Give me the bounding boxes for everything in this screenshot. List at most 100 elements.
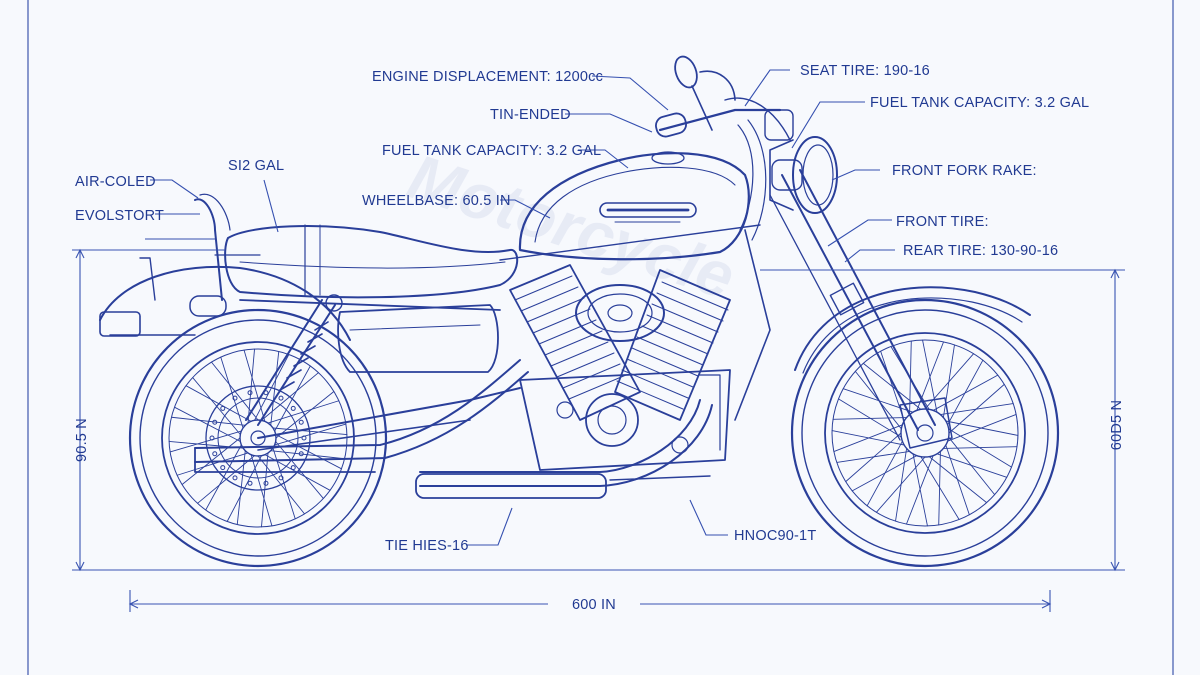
disc-hole (298, 419, 304, 425)
front-wheel (790, 298, 1060, 568)
cam-cover (585, 393, 639, 447)
disc-hole (298, 451, 304, 457)
cooling-fin (520, 286, 579, 312)
sheet-border (27, 0, 1174, 675)
label-tie-hies: TIE HIES-16 (385, 538, 469, 554)
cooling-fin (641, 325, 709, 355)
disc-hole (220, 405, 226, 411)
spoke (920, 456, 960, 520)
spoke (171, 416, 246, 426)
front-cylinder (614, 269, 731, 421)
engine (509, 264, 731, 471)
spoke (895, 447, 908, 522)
label-tin-ended: TIN-ENDED (490, 107, 571, 123)
spoke (174, 406, 241, 442)
spoke (274, 423, 347, 446)
disc-hole (278, 475, 284, 481)
frame (239, 224, 771, 451)
label-evolstort: EVOLSTORT (75, 208, 164, 224)
spoke (275, 391, 335, 439)
disc-hole (232, 395, 238, 401)
label-si2-gal: SI2 GAL (228, 158, 284, 174)
spoke (845, 432, 902, 483)
disc-hole (278, 395, 284, 401)
turn-signal (189, 295, 227, 317)
spoke (243, 349, 266, 422)
disc-hole (247, 390, 253, 396)
label-engine-displacement: ENGINE DISPLACEMENT: 1200cc (372, 69, 603, 85)
spoke (936, 453, 1008, 478)
headlight (769, 136, 838, 214)
dimension-labels: 90.5 N 60D5 N 600 IN (74, 400, 1125, 614)
front-fork (769, 169, 953, 449)
callout-labels: ENGINE DISPLACEMENT: 1200cc TIN-ENDED FU… (75, 63, 1089, 554)
rear-disc-holes (209, 390, 307, 486)
leader-lines (145, 69, 895, 546)
air-cleaner (575, 284, 665, 342)
muffler (415, 473, 607, 499)
spoke (832, 417, 908, 420)
disc-hole (212, 419, 218, 425)
spoke (947, 359, 984, 426)
spoke (270, 351, 280, 426)
disc-hole (247, 480, 253, 486)
spoke (197, 455, 255, 504)
cooling-fin (646, 314, 714, 344)
crankcase (519, 369, 731, 471)
spoke (254, 354, 290, 421)
spoke (211, 361, 259, 421)
label-hnoc: HNOC90-1T (734, 528, 816, 544)
tank-badge (599, 202, 697, 218)
label-wheelbase: WHEELBASE: 60.5 IN (362, 193, 511, 209)
cooling-fin (532, 308, 591, 334)
cooling-fin (514, 275, 573, 301)
cooling-fin (526, 297, 585, 323)
tail-light (99, 311, 141, 337)
spoke (250, 454, 273, 527)
disc-hole (263, 480, 269, 486)
dim-overall-length: 600 IN (572, 597, 616, 613)
fuel-cap (651, 151, 685, 165)
spoke (912, 453, 928, 527)
spoke (945, 420, 1019, 436)
exhaust (194, 359, 713, 499)
cooling-fin (636, 336, 704, 366)
rear-brake-disc (205, 385, 311, 491)
spoke (275, 434, 342, 470)
spoke (866, 440, 903, 507)
rear-fender (99, 265, 351, 341)
spoke (247, 348, 255, 424)
cooling-fin (661, 281, 729, 311)
disc-hole (290, 465, 296, 471)
spoke (862, 362, 922, 410)
cooling-fin (556, 352, 615, 378)
cooling-fin (568, 374, 627, 400)
spoke (274, 365, 311, 432)
dim-right-height: 60D5 N (1109, 400, 1125, 450)
spoke (261, 372, 319, 421)
front-hub (900, 408, 950, 458)
fuel-tank (518, 151, 750, 261)
rear-shock (245, 294, 343, 426)
disc-hole (232, 475, 238, 481)
label-air-coled: AIR-COLED (75, 174, 156, 190)
spoke (220, 356, 244, 429)
spoke (833, 424, 903, 453)
disc-hole (212, 451, 218, 457)
seat (224, 224, 519, 299)
spoke (205, 444, 242, 511)
label-front-tire: FRONT TIRE: (896, 214, 989, 230)
cooling-fin (538, 319, 597, 345)
spoke (270, 450, 345, 460)
label-fuel-tank-left: FUEL TANK CAPACITY: 3.2 GAL (382, 143, 601, 159)
disc-hole (220, 465, 226, 471)
spoke (257, 455, 305, 515)
side-cover (337, 304, 499, 373)
spoke (942, 344, 955, 419)
sissy-bar (194, 193, 261, 301)
spoke (169, 430, 242, 453)
label-front-fork-rake: FRONT FORK RAKE: (892, 163, 1037, 179)
spoke (236, 450, 246, 525)
